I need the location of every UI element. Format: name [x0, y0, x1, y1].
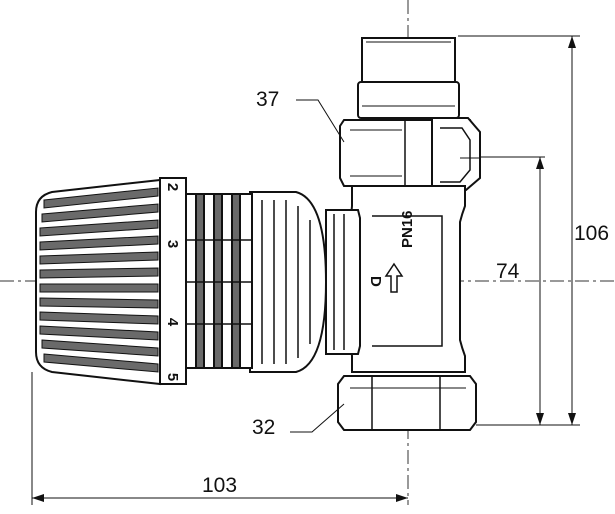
base-spoke-2 — [213, 193, 223, 369]
leader-37 — [296, 99, 345, 143]
leader-lines — [290, 99, 345, 433]
body-markings: PN16 D — [367, 210, 416, 293]
callout-lower-nut: 32 — [252, 416, 275, 439]
pressure-marking: PN16 — [399, 210, 416, 248]
dim-label-overall-height: 106 — [574, 222, 609, 245]
scale-marks: 2 3 4 5 — [164, 183, 181, 381]
top-cap — [361, 37, 456, 83]
dim-label-body-height: 74 — [496, 260, 520, 283]
flow-arrow-icon — [384, 262, 404, 293]
base-spoke-3 — [231, 193, 241, 369]
scale-ring-body — [159, 177, 187, 385]
connection-flange — [325, 209, 361, 355]
side-union-port — [431, 117, 481, 191]
flange-outer — [325, 209, 361, 355]
flow-marking: D — [367, 276, 384, 287]
scale-mark-3: 3 — [164, 240, 181, 248]
inner-channel — [372, 215, 443, 347]
knob-grip-ribs — [39, 187, 159, 373]
base-spoke-1 — [195, 193, 205, 369]
side-union-detail — [440, 127, 471, 183]
dim-label-overall-width: 103 — [202, 474, 237, 497]
coupling-nut — [249, 191, 328, 373]
leader-32 — [290, 403, 345, 433]
scale-ring — [159, 177, 187, 385]
dimension-arrows — [32, 36, 576, 502]
scale-mark-4: 4 — [164, 318, 181, 327]
cap-neck — [357, 81, 460, 119]
valve-body — [337, 37, 481, 431]
lower-hex-nut — [337, 375, 477, 431]
scale-mark-2: 2 — [164, 183, 181, 191]
sensor-base — [185, 193, 253, 369]
coupling-ridges — [261, 200, 311, 364]
callout-upper-nut: 37 — [256, 88, 279, 111]
dimension-lines — [31, 35, 580, 505]
coupling-outline — [249, 191, 328, 373]
scale-mark-5: 5 — [164, 373, 181, 381]
